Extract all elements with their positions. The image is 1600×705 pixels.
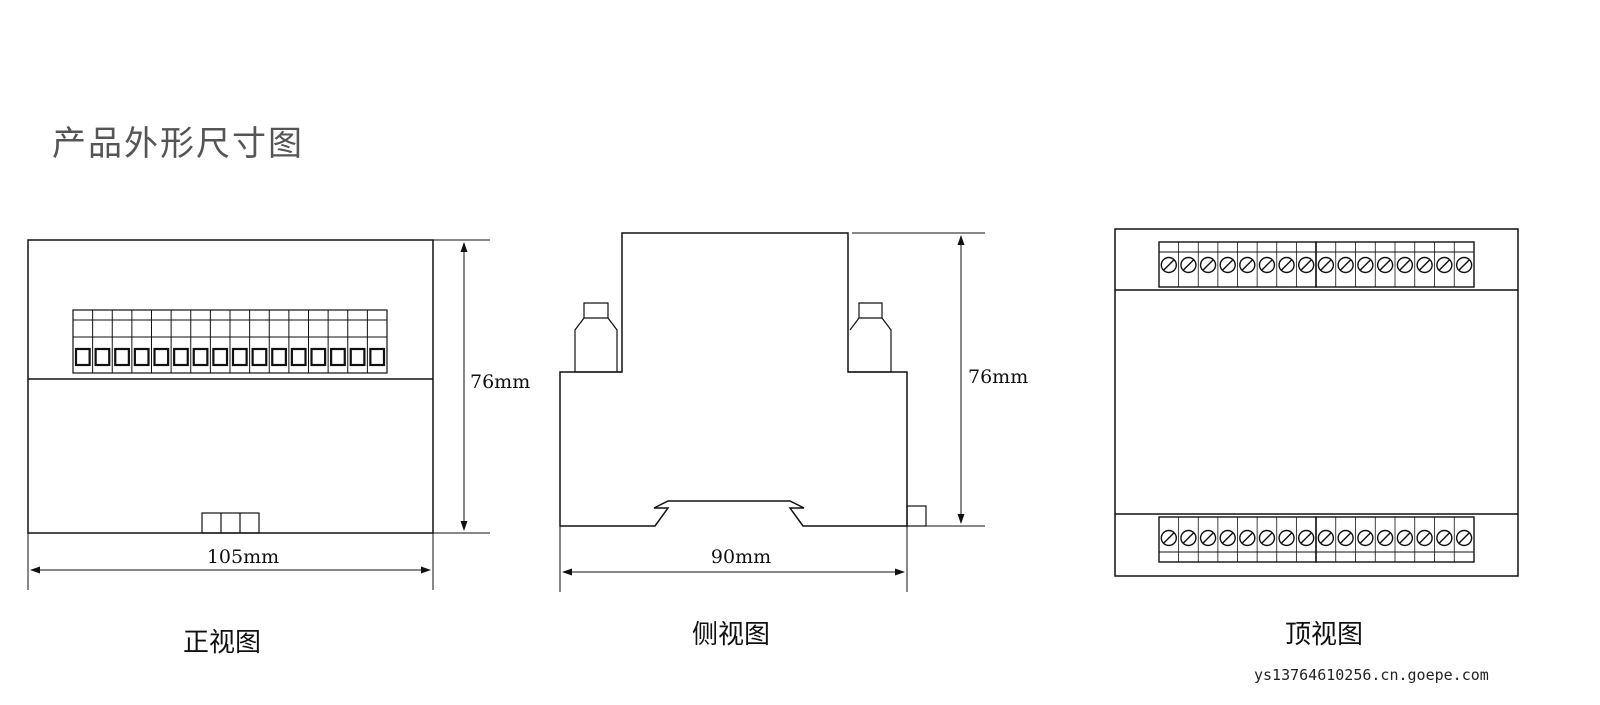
screw-terminal-icon bbox=[1219, 256, 1236, 274]
front-height-dimension bbox=[433, 239, 490, 534]
top-upper-terminal-block bbox=[1158, 241, 1475, 288]
screw-terminal-icon bbox=[1278, 256, 1295, 274]
front-terminal-strip bbox=[72, 309, 388, 374]
screw-terminal-icon bbox=[1180, 529, 1197, 547]
front-height-label: 76mm bbox=[470, 371, 530, 393]
screw-terminal-icon bbox=[1160, 529, 1178, 547]
screw-terminal-icon bbox=[1337, 256, 1354, 274]
screw-terminal-icon bbox=[1436, 529, 1453, 547]
front-terminal-slot bbox=[173, 347, 189, 367]
screw-terminal-icon bbox=[1337, 529, 1354, 547]
side-view bbox=[559, 232, 985, 592]
front-terminal-slot bbox=[330, 347, 346, 367]
top-view-caption: 顶视图 bbox=[1285, 620, 1363, 650]
front-clip bbox=[201, 512, 260, 534]
side-width-label: 90mm bbox=[711, 546, 771, 568]
screw-terminal-icon bbox=[1239, 529, 1256, 547]
screw-terminal-icon bbox=[1317, 256, 1335, 274]
screw-terminal-icon bbox=[1396, 529, 1414, 547]
front-terminal-slot bbox=[290, 347, 307, 367]
side-height-label: 76mm bbox=[968, 366, 1028, 388]
screw-terminal-icon bbox=[1160, 256, 1178, 274]
side-height-dimension bbox=[852, 232, 985, 527]
screw-terminal-icon bbox=[1357, 256, 1374, 274]
side-outline bbox=[559, 232, 908, 527]
front-width-dimension bbox=[27, 533, 434, 590]
screw-terminal-icon bbox=[1258, 529, 1276, 547]
side-latch bbox=[906, 505, 927, 527]
front-terminal-slot bbox=[153, 347, 170, 367]
screw-terminal-icon bbox=[1199, 256, 1217, 274]
front-terminal-slot bbox=[94, 347, 111, 367]
screw-terminal-icon bbox=[1297, 529, 1315, 547]
watermark: ys13764610256.cn.goepe.com bbox=[1254, 666, 1489, 684]
front-terminal-slot bbox=[212, 347, 229, 367]
screw-terminal-icon bbox=[1376, 256, 1394, 274]
screw-terminal-icon bbox=[1239, 256, 1256, 274]
front-terminal-slot bbox=[231, 347, 248, 367]
front-terminal-slot bbox=[133, 347, 150, 367]
screw-terminal-icon bbox=[1455, 529, 1473, 547]
front-width-label: 105mm bbox=[207, 546, 279, 568]
screw-terminal-icon bbox=[1416, 529, 1433, 547]
screw-terminal-icon bbox=[1396, 256, 1414, 274]
screw-terminal-icon bbox=[1219, 529, 1236, 547]
screw-terminal-icon bbox=[1297, 256, 1315, 274]
screw-terminal-icon bbox=[1357, 529, 1374, 547]
screw-terminal-icon bbox=[1455, 256, 1473, 274]
front-terminal-slot bbox=[251, 347, 268, 367]
front-view bbox=[27, 239, 490, 590]
side-left-connector bbox=[574, 302, 622, 373]
top-body bbox=[1114, 228, 1519, 577]
top-view bbox=[1114, 228, 1519, 577]
screw-terminal-icon bbox=[1180, 256, 1197, 274]
front-terminal-slot bbox=[369, 347, 386, 367]
screw-terminal-icon bbox=[1416, 256, 1433, 274]
front-terminal-slot bbox=[74, 347, 91, 367]
side-right-connector bbox=[848, 302, 892, 373]
screw-terminal-icon bbox=[1199, 529, 1217, 547]
side-view-caption: 侧视图 bbox=[692, 620, 770, 650]
top-lower-terminal-block bbox=[1158, 516, 1475, 563]
screw-terminal-icon bbox=[1317, 529, 1335, 547]
screw-terminal-icon bbox=[1376, 529, 1394, 547]
front-terminal-slot bbox=[192, 347, 209, 367]
front-body bbox=[27, 239, 434, 534]
screw-terminal-icon bbox=[1436, 256, 1453, 274]
front-terminal-slot bbox=[349, 347, 366, 367]
front-terminal-slot bbox=[310, 347, 327, 367]
screw-terminal-icon bbox=[1258, 256, 1276, 274]
screw-terminal-icon bbox=[1278, 529, 1295, 547]
front-view-caption: 正视图 bbox=[183, 628, 261, 658]
side-width-dimension bbox=[559, 526, 908, 592]
page-title: 产品外形尺寸图 bbox=[52, 124, 304, 164]
front-terminal-slot bbox=[271, 347, 287, 367]
front-terminal-slot bbox=[114, 347, 130, 367]
